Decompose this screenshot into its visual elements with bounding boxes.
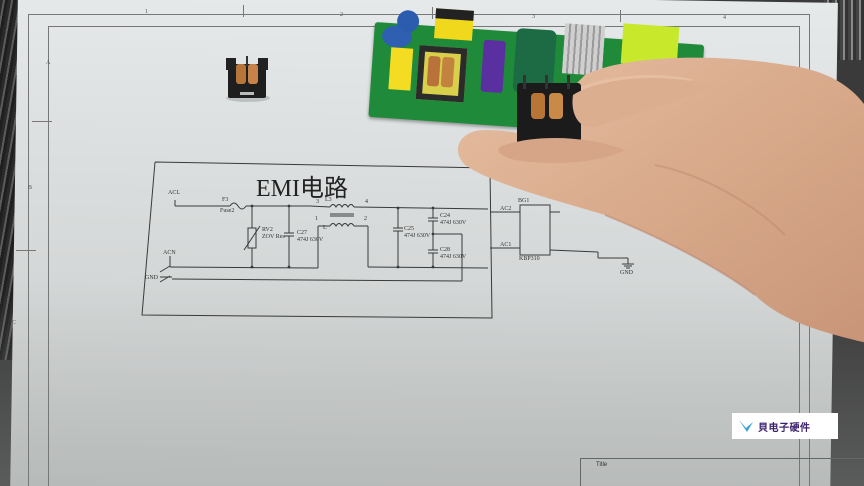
schematic-boundary: [141, 161, 493, 319]
fuse-ref: F3: [222, 197, 229, 203]
column-divider: [243, 5, 244, 17]
column-label: 2: [340, 12, 343, 18]
net-label-ac2: AC2: [500, 206, 512, 212]
x-capacitor-yellow-small: [388, 47, 414, 91]
schematic-title: EMI电路: [256, 176, 348, 202]
title-block: [580, 458, 864, 486]
bird-logo-icon: [739, 420, 753, 432]
held-common-mode-choke: [517, 75, 581, 145]
choke-pin4: 4: [365, 199, 368, 205]
c28-ref: C28: [440, 247, 451, 253]
c24-ref: C24: [440, 213, 451, 219]
y-capacitor-blue-2: [396, 9, 420, 34]
net-label-acn: ACN: [163, 250, 176, 256]
choke-upper-winding: [329, 204, 355, 208]
column-label: 3: [532, 14, 535, 20]
net-label-acl: ACL: [168, 190, 180, 196]
bridge-rectifier-symbol: [519, 204, 551, 256]
title-block-label: Title: [596, 462, 608, 468]
choke-pin1: 1: [315, 216, 318, 222]
c27-value: 474J 630V: [297, 237, 324, 243]
hand-holding-choke: [457, 57, 864, 343]
row-label: C: [12, 320, 17, 326]
column-divider: [620, 10, 621, 22]
watermark-logo: 貝电子硬件: [732, 413, 838, 439]
bridge-value: KBP310: [519, 256, 540, 262]
fuse-symbol: [229, 202, 247, 210]
choke-value: L: [323, 225, 327, 231]
c27-ref: C27: [297, 230, 308, 236]
varistor-value: ZOV Res: [262, 234, 285, 240]
choke-ref: L3: [325, 197, 332, 203]
column-divider: [432, 7, 433, 19]
net-label-gnd: GND: [145, 275, 158, 281]
row-label: A: [46, 60, 51, 66]
earth-symbol: [159, 265, 172, 283]
net-label-gnd-symbol: GND: [620, 270, 633, 276]
row-divider: [32, 121, 52, 122]
choke-lower-winding: [329, 223, 355, 227]
row-label: B: [28, 185, 33, 191]
common-mode-choke-on-paper: [226, 56, 270, 102]
fuse-value: Fuse2: [220, 208, 235, 214]
bridge-ref: BG1: [518, 198, 530, 204]
choke-pin3: 3: [316, 199, 319, 205]
c24-value: 474J 630V: [440, 220, 467, 226]
choke-pin2: 2: [364, 216, 367, 222]
column-label: 4: [723, 15, 726, 21]
c28-value: 474J 630V: [440, 254, 467, 260]
row-divider: [16, 250, 36, 251]
c25-ref: C25: [404, 226, 415, 232]
net-label-ac1: AC1: [500, 242, 512, 248]
column-label: 1: [145, 9, 148, 15]
varistor-ref: RV2: [262, 227, 273, 233]
c25-value: 474J 630V: [404, 233, 431, 239]
watermark-text: 貝电子硬件: [758, 422, 811, 434]
